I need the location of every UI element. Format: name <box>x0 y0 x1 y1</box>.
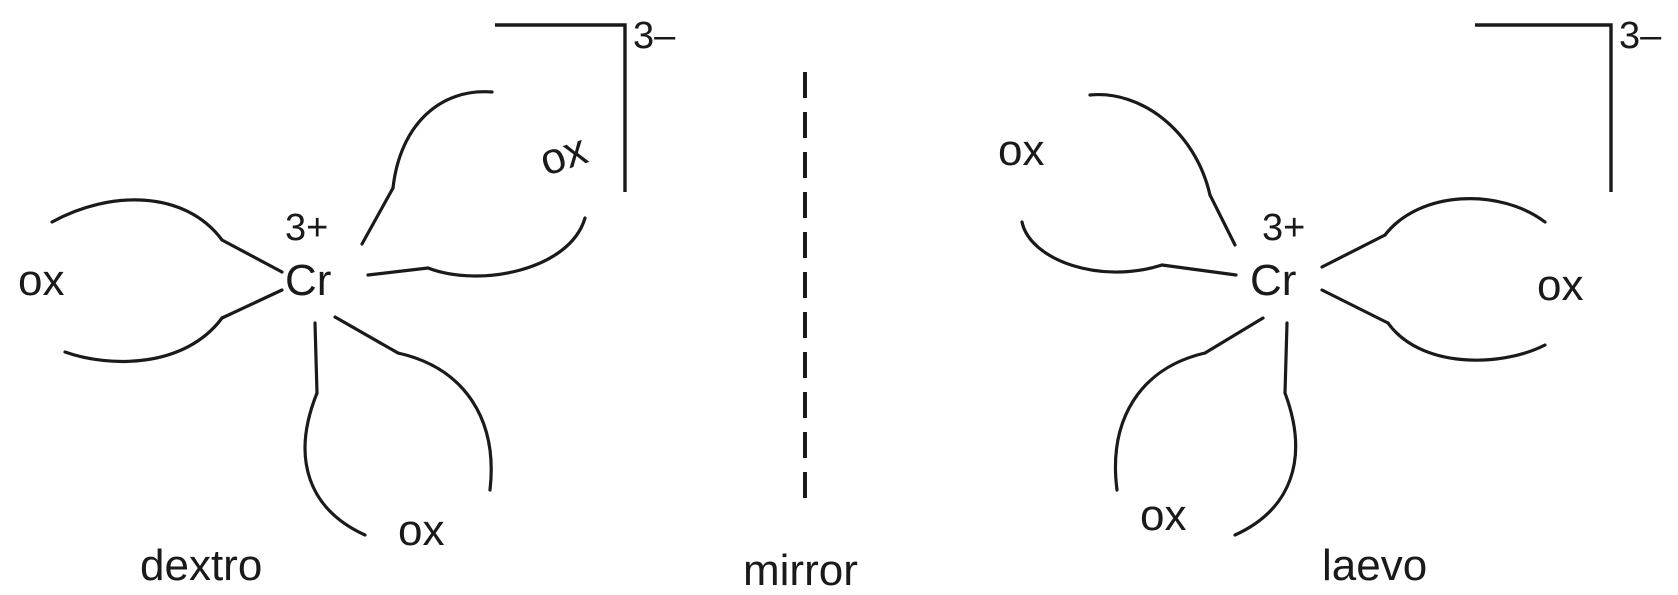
dextro-upper-ox-label: ox <box>534 125 593 186</box>
dextro-metal-symbol: Cr <box>285 256 331 305</box>
laevo-bracket <box>1475 23 1613 192</box>
dextro-left-ox-label: ox <box>18 256 64 305</box>
laevo-isomer: 3– 3+ Cr ox ox ox laevo <box>998 15 1662 590</box>
mirror-plane: mirror <box>743 72 858 595</box>
dextro-bottom-ox-label: ox <box>398 506 444 555</box>
laevo-metal-charge: 3+ <box>1262 207 1305 249</box>
laevo-right-ox-ligand: ox <box>1320 197 1583 362</box>
mirror-caption: mirror <box>743 546 858 595</box>
dextro-caption: dextro <box>140 541 262 590</box>
laevo-complex-charge: 3– <box>1619 15 1662 57</box>
laevo-metal-symbol: Cr <box>1250 256 1296 305</box>
dextro-isomer: 3– 3+ Cr ox ox ox dextro <box>18 15 676 590</box>
dextro-left-ox-ligand: ox <box>18 198 284 364</box>
dextro-metal-charge: 3+ <box>285 207 328 249</box>
laevo-upper-ox-ligand: ox <box>998 93 1238 277</box>
dextro-bottom-ox-ligand: ox <box>303 315 493 555</box>
laevo-upper-ox-label: ox <box>998 126 1044 175</box>
dextro-upper-ox-ligand: ox <box>360 90 593 278</box>
laevo-bottom-ox-label: ox <box>1140 491 1186 540</box>
laevo-caption: laevo <box>1322 541 1427 590</box>
dextro-bracket <box>495 23 627 192</box>
laevo-bottom-ox-ligand: ox <box>1113 316 1298 540</box>
laevo-right-ox-label: ox <box>1537 261 1583 310</box>
dextro-complex-charge: 3– <box>633 15 676 57</box>
